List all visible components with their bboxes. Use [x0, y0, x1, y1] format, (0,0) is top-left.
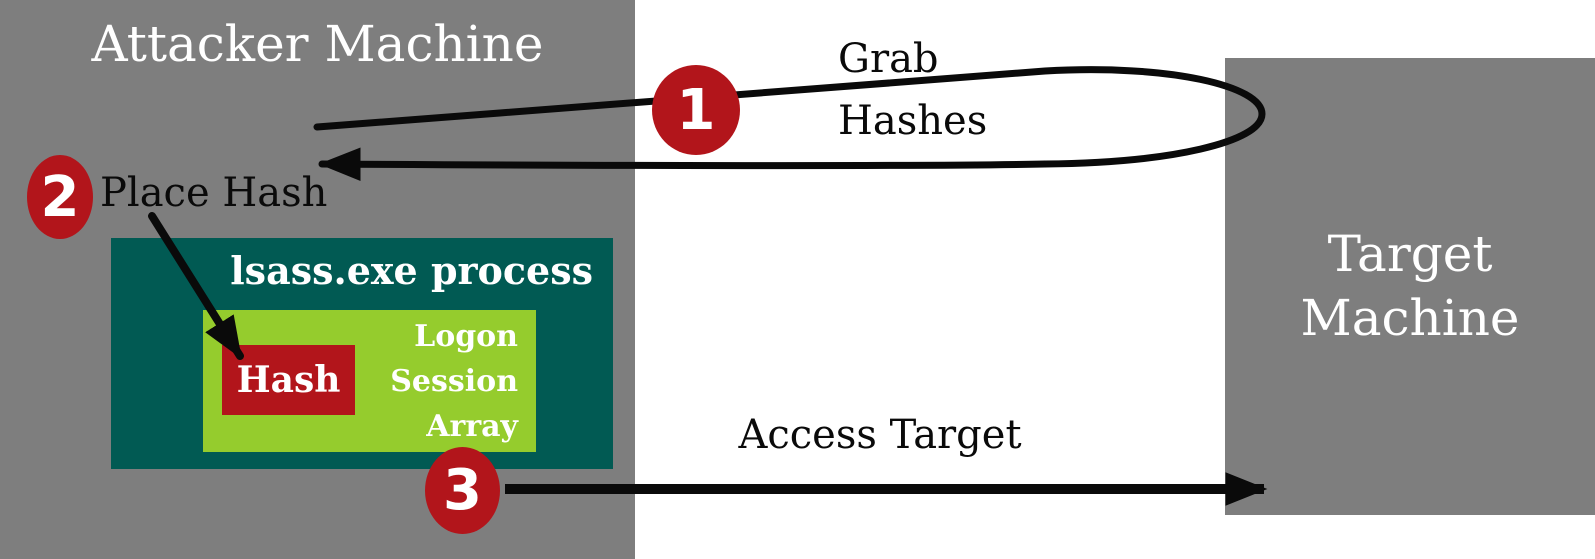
place-hash-label: Place Hash — [100, 170, 328, 216]
grab-hashes-label-line-1: Grab — [838, 36, 939, 82]
lsass-process-box: lsass.exe process Logon Session Array Ha… — [111, 238, 613, 469]
step-2-number: 2 — [40, 164, 80, 230]
grab-hashes-label-line-2: Hashes — [838, 98, 988, 144]
step-1-circle: 1 — [652, 65, 740, 155]
step-2-circle: 2 — [27, 155, 93, 239]
target-machine-box — [1225, 58, 1595, 515]
hash-box: Hash — [222, 345, 355, 415]
target-title-line-1: Target — [1327, 225, 1493, 283]
array-label-line-3: Array — [426, 409, 518, 444]
lsass-process-title: lsass.exe process — [230, 248, 593, 293]
step-1-number: 1 — [676, 77, 716, 143]
grab-hashes-label: Grab Hashes — [838, 28, 987, 152]
hash-label: Hash — [236, 359, 341, 401]
array-label-line-1: Logon — [414, 319, 518, 354]
array-label-line-2: Session — [390, 364, 518, 399]
step-3-number: 3 — [443, 458, 482, 523]
access-target-label: Access Target — [738, 412, 1022, 458]
step-3-circle: 3 — [425, 447, 500, 534]
target-machine-title: Target Machine — [1225, 222, 1595, 350]
target-title-line-2: Machine — [1300, 289, 1520, 347]
logon-session-array-box: Logon Session Array Hash — [203, 310, 536, 452]
attacker-machine-title: Attacker Machine — [91, 15, 544, 73]
logon-session-array-label: Logon Session Array — [390, 314, 518, 449]
